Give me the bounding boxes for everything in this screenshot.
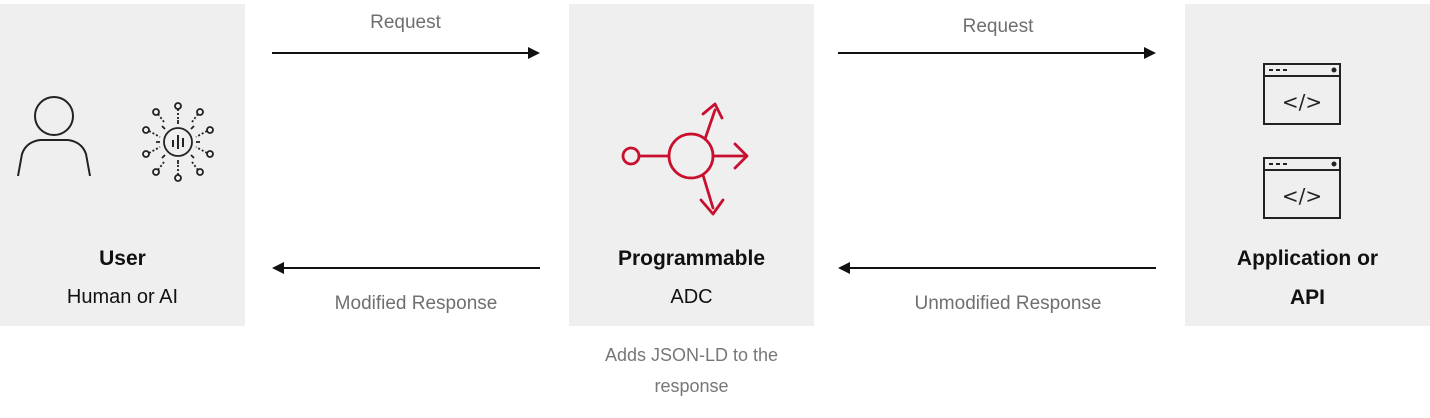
- adc-title: Programmable: [617, 247, 766, 270]
- user-title: User: [99, 247, 146, 270]
- adc-note-line2: response: [654, 376, 729, 396]
- request-label-2: Request: [962, 16, 1034, 37]
- app-panel: </> </> Application or API: [1185, 4, 1430, 326]
- adc-subtitle: ADC: [670, 286, 713, 308]
- response-label-1: Modified Response: [334, 293, 498, 314]
- adc-routing-icon: [621, 102, 749, 216]
- request-label-1: Request: [370, 12, 441, 33]
- app-title-line2: API: [1289, 286, 1325, 309]
- response-arrow-2: [838, 262, 1156, 274]
- adc-note-line1: Adds JSON-LD to the: [604, 345, 779, 365]
- code-window-icon: </>: [1263, 63, 1341, 125]
- request-arrow-2: [838, 47, 1156, 59]
- adc-note: Adds JSON-LD to the response: [569, 340, 814, 402]
- code-window-icon: </>: [1263, 157, 1341, 219]
- svg-text:</>: </>: [1282, 184, 1322, 208]
- response-label-2: Unmodified Response: [914, 293, 1102, 314]
- user-subtitle: Human or AI: [66, 286, 179, 308]
- ai-network-icon: [142, 102, 214, 182]
- person-icon: [17, 96, 91, 177]
- response-arrow-1: [272, 262, 540, 274]
- request-arrow-1: [272, 47, 540, 59]
- app-title-line1: Application or: [1236, 247, 1379, 270]
- adc-panel: Programmable ADC: [569, 4, 814, 326]
- user-panel: User Human or AI: [0, 4, 245, 326]
- svg-text:</>: </>: [1282, 90, 1322, 114]
